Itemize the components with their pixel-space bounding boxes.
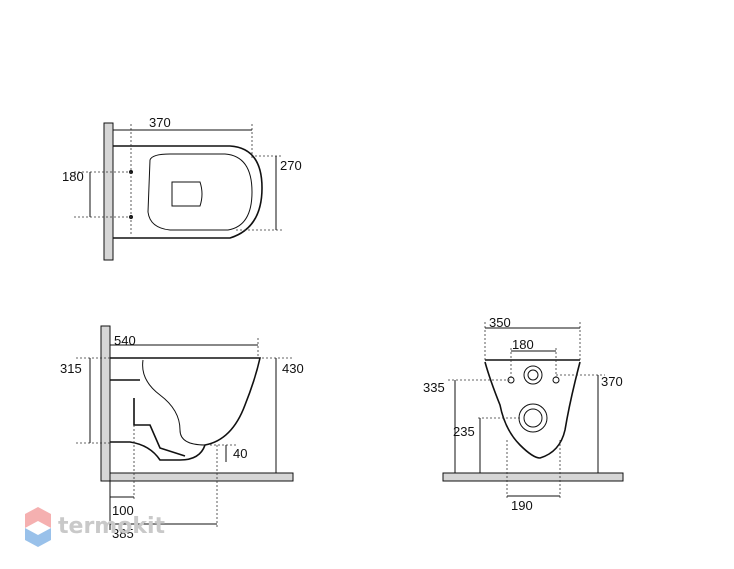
- side-view-floor: [109, 472, 294, 482]
- dim-label-190: 190: [511, 498, 533, 513]
- dim-label-top: 315: [60, 361, 82, 376]
- side-view-trap: [110, 379, 186, 457]
- dim-label-height: 430: [282, 361, 304, 376]
- front-view-floor: [442, 472, 624, 482]
- top-view-seat-outline: [147, 153, 253, 231]
- side-view-bowl-outline: [110, 357, 262, 461]
- front-view-bowl-outline: [484, 361, 581, 459]
- dim-label-235: 235: [453, 424, 475, 439]
- dim-label-width: 350: [489, 315, 511, 330]
- dim-label-370: 370: [601, 374, 623, 389]
- logo-cube-top: [25, 507, 51, 528]
- dim-label-depth: 540: [114, 333, 136, 348]
- logo-text: termokit: [58, 514, 165, 539]
- dim-label-385: 385: [112, 526, 134, 541]
- top-view: 370 270 180: [62, 115, 302, 261]
- dim-label-100: 100: [112, 503, 134, 518]
- side-view-inner-outline: [142, 359, 206, 446]
- top-view-bowl-outline: [113, 145, 263, 239]
- dim-label-holes-spacing: 180: [512, 337, 534, 352]
- side-view-wall: [100, 325, 111, 482]
- logo-cube-bottom: [25, 528, 51, 547]
- side-view: 540 430 315 40 100 385: [60, 325, 304, 541]
- dim-label-width: 270: [280, 158, 302, 173]
- front-view-flush-inlet-inner: [527, 369, 539, 381]
- front-view-flush-inlet: [523, 365, 543, 385]
- front-view-outlet-inner: [523, 408, 543, 428]
- termokit-logo: termokit: [25, 507, 165, 547]
- front-view-outlet: [518, 403, 548, 433]
- dim-label-length: 370: [149, 115, 171, 130]
- dim-label-outlet: 40: [233, 446, 247, 461]
- top-view-opening: [171, 181, 203, 207]
- top-view-wall: [103, 122, 114, 261]
- dim-label-335: 335: [423, 380, 445, 395]
- front-view: 350 180 335 370 235 190: [423, 315, 624, 513]
- dim-label-holes: 180: [62, 169, 84, 184]
